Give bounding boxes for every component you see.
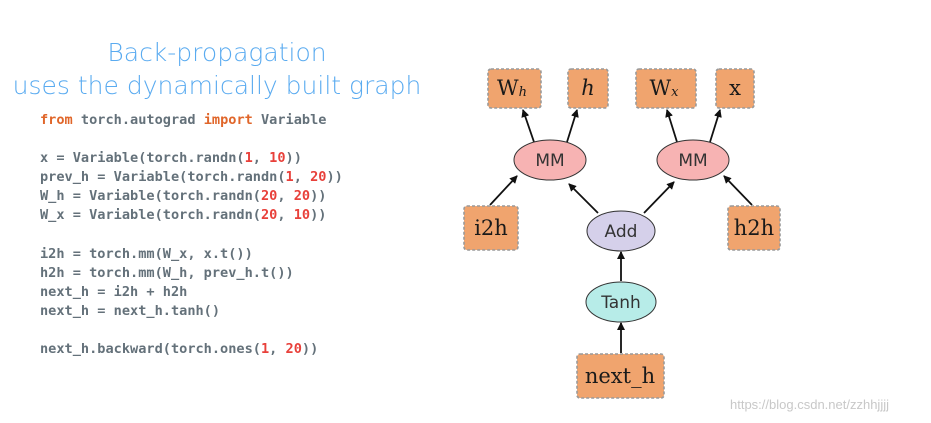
code-line: W_x = Variable(torch.randn(20, 10)) xyxy=(40,207,327,224)
edge xyxy=(643,181,675,214)
node-mm-left: MM xyxy=(513,139,587,181)
node-i2h: i2h xyxy=(463,205,519,251)
svg-text:Tanh: Tanh xyxy=(600,293,641,313)
edge xyxy=(566,109,579,143)
svg-text:Add: Add xyxy=(605,222,638,242)
node-mm-right: MM xyxy=(656,139,730,181)
node-w-h: Wh xyxy=(487,68,542,109)
keyword: import xyxy=(203,112,253,128)
code-line: h2h = torch.mm(W_h, prev_h.t()) xyxy=(40,264,294,281)
node-add: Add xyxy=(586,210,656,252)
code-text: Variable xyxy=(252,112,327,128)
svg-text:MM: MM xyxy=(678,151,707,171)
slide-title-line1: Back-propagation xyxy=(107,38,327,67)
node-tanh: Tanh xyxy=(585,281,657,323)
edge xyxy=(665,109,678,143)
svg-text:MM: MM xyxy=(535,151,564,171)
svg-text:Wx: Wx xyxy=(650,76,680,100)
svg-text:x: x xyxy=(729,76,741,100)
slide-title-line2: uses the dynamically built graph xyxy=(12,71,422,100)
node-next-h: next_h xyxy=(576,353,665,399)
edge xyxy=(709,109,722,143)
node-x: x xyxy=(715,68,755,109)
code-line: W_h = Variable(torch.randn(20, 20)) xyxy=(40,188,327,205)
code-line: prev_h = Variable(torch.randn(1, 20)) xyxy=(40,169,343,186)
edge xyxy=(723,175,753,206)
node-h: h xyxy=(567,68,609,109)
code-line: i2h = torch.mm(W_x, x.t()) xyxy=(40,245,253,262)
svg-text:i2h: i2h xyxy=(474,216,508,240)
code-line: x = Variable(torch.randn(1, 10)) xyxy=(40,150,302,167)
edge xyxy=(568,183,599,214)
keyword: from xyxy=(40,112,73,128)
node-h2h: h2h xyxy=(727,205,781,251)
svg-text:next_h: next_h xyxy=(585,364,655,388)
code-line: next_h.backward(torch.ones(1, 20)) xyxy=(40,341,319,358)
edge xyxy=(489,175,518,206)
svg-text:h: h xyxy=(581,76,595,100)
node-w-x: Wx xyxy=(635,68,697,109)
code-line: next_h = i2h + h2h xyxy=(40,283,188,300)
watermark: https://blog.csdn.net/zzhhjjjj xyxy=(730,397,889,412)
svg-text:h2h: h2h xyxy=(734,216,774,240)
svg-text:Wh: Wh xyxy=(497,76,527,100)
edge xyxy=(521,109,535,143)
code-line: next_h = next_h.tanh() xyxy=(40,302,221,319)
code-block: from torch.autograd import Variable x = … xyxy=(40,111,343,359)
code-text: torch.autograd xyxy=(72,112,204,128)
